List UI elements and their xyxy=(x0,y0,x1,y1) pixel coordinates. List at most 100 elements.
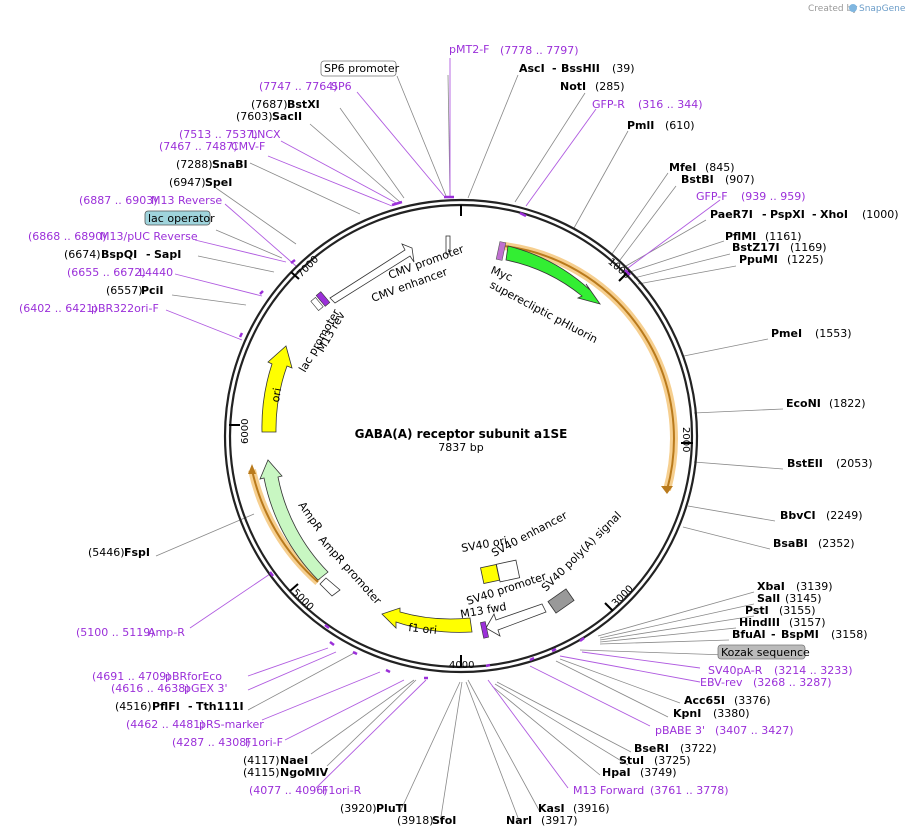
svg-text:L4440: L4440 xyxy=(139,266,173,279)
svg-text:PstI: PstI xyxy=(745,604,769,617)
svg-text:(3722): (3722) xyxy=(680,742,717,755)
site-BfuAI: BfuAI - BspMI (3158) xyxy=(732,628,868,641)
svg-text:(4616 .. 4638): (4616 .. 4638) xyxy=(111,682,190,695)
svg-text:-: - xyxy=(771,628,776,641)
site-PaeR7I: PaeR7I - PspXI - XhoI (1000) xyxy=(710,208,899,221)
site-SacII: (7603) SacII xyxy=(236,110,302,123)
svg-text:SpeI: SpeI xyxy=(205,176,232,189)
svg-text:PmlI: PmlI xyxy=(627,119,654,132)
svg-text:EcoNI: EcoNI xyxy=(786,397,821,410)
snapgene-brand: SnapGene xyxy=(859,4,906,14)
svg-text:F1ori-F: F1ori-F xyxy=(245,736,283,749)
svg-text:-: - xyxy=(146,248,151,261)
svg-text:(1225): (1225) xyxy=(787,253,824,266)
site-BstEII: BstEII (2053) xyxy=(787,457,873,470)
sv40-polya-feature xyxy=(547,588,575,614)
site-GFP-R: GFP-R (316 .. 344) xyxy=(592,98,703,111)
orange-feature-arrowhead xyxy=(661,486,673,494)
m13-fwd-feature xyxy=(480,621,489,639)
site-BseRI: BseRI (3722) xyxy=(634,742,717,755)
svg-text:(6947): (6947) xyxy=(169,176,206,189)
site-PmlI: PmlI (610) xyxy=(627,119,695,132)
site-KasI: KasI (3916) xyxy=(538,802,610,815)
site-StuI: StuI (3725) xyxy=(619,754,691,767)
svg-text:(3157): (3157) xyxy=(789,616,826,629)
svg-text:(6868 .. 6890): (6868 .. 6890) xyxy=(28,230,107,243)
site-SfoI: (3918) SfoI xyxy=(397,814,456,827)
svg-text:(3145): (3145) xyxy=(785,592,822,605)
svg-text:(7467 .. 7487): (7467 .. 7487) xyxy=(159,140,238,153)
svg-text:NaeI: NaeI xyxy=(280,754,308,767)
svg-text:(3376): (3376) xyxy=(734,694,771,707)
svg-text:pMT2-F: pMT2-F xyxy=(449,43,490,56)
svg-text:(3380): (3380) xyxy=(713,707,750,720)
svg-text:(3158): (3158) xyxy=(831,628,868,641)
svg-text:(3214 .. 3233): (3214 .. 3233) xyxy=(774,664,853,677)
svg-text:(6887 .. 6903): (6887 .. 6903) xyxy=(79,194,158,207)
orange-feature-arc xyxy=(503,245,675,491)
svg-text:(3918): (3918) xyxy=(397,814,434,827)
svg-text:XbaI: XbaI xyxy=(757,580,785,593)
svg-text:GFP-F: GFP-F xyxy=(696,190,728,203)
svg-text:PflMI: PflMI xyxy=(725,230,756,243)
superecliptic-feature xyxy=(505,245,601,305)
svg-text:(939 .. 959): (939 .. 959) xyxy=(741,190,806,203)
svg-text:(3407 .. 3427): (3407 .. 3427) xyxy=(715,724,794,737)
svg-text:HpaI: HpaI xyxy=(602,766,631,779)
cmv-enhancer-feature xyxy=(329,243,415,304)
svg-text:KpnI: KpnI xyxy=(673,707,701,720)
site-pGEX3: (4616 .. 4638) pGEX 3' xyxy=(111,682,228,695)
tick-label-4000: 4000 xyxy=(449,660,474,671)
svg-text:(2352): (2352) xyxy=(818,537,855,550)
site-BsaBI: BsaBI (2352) xyxy=(773,537,855,550)
svg-text:(285): (285) xyxy=(595,80,625,93)
svg-text:PluTI: PluTI xyxy=(376,802,407,815)
svg-text:BstEII: BstEII xyxy=(787,457,823,470)
tick-label-7000: 7000 xyxy=(295,254,321,280)
svg-text:HindIII: HindIII xyxy=(739,616,780,629)
site-KpnI: KpnI (3380) xyxy=(673,707,750,720)
svg-text:SfoI: SfoI xyxy=(432,814,456,827)
svg-text:(3268 .. 3287): (3268 .. 3287) xyxy=(753,676,832,689)
site-PstI: PstI (3155) xyxy=(745,604,816,617)
primer-leader-lines xyxy=(165,58,721,789)
svg-text:BbvCI: BbvCI xyxy=(780,509,816,522)
sv40-promoter-feature xyxy=(485,603,547,637)
site-PflFI: (4516) PflFI - Tth111I xyxy=(115,700,244,713)
backbone-outer-ring xyxy=(223,198,699,674)
snapgene-logo-icon xyxy=(849,4,857,12)
svg-text:BsaBI: BsaBI xyxy=(773,537,808,550)
site-pBR322ori-F: (6402 .. 6421) pBR322ori-F xyxy=(19,302,159,315)
svg-text:-: - xyxy=(812,208,817,221)
svg-text:-: - xyxy=(188,700,193,713)
kozak-label: Kozak sequence xyxy=(721,646,810,659)
site-pBRforEco: (4691 .. 4709) pBRforEco xyxy=(92,670,222,683)
sp6-promoter-label: SP6 promoter xyxy=(324,62,400,75)
svg-text:(7513 .. 7537): (7513 .. 7537) xyxy=(179,128,258,141)
created-by-text: Created by xyxy=(808,4,858,14)
site-AscI: AscI - BssHII (39) xyxy=(519,62,635,75)
svg-text:(7288): (7288) xyxy=(176,158,213,171)
sv40-enhancer-feature xyxy=(495,559,521,583)
svg-text:PspXI: PspXI xyxy=(770,208,805,221)
site-pBABE3: pBABE 3' (3407 .. 3427) xyxy=(655,724,794,737)
ampr-feature xyxy=(259,459,329,581)
svg-text:(1161): (1161) xyxy=(765,230,802,243)
site-M13-Forward: M13 Forward (3761 .. 3778) xyxy=(573,784,729,797)
svg-text:EBV-rev: EBV-rev xyxy=(700,676,743,689)
svg-text:NgoMIV: NgoMIV xyxy=(280,766,329,779)
svg-text:BstZ17I: BstZ17I xyxy=(732,241,780,254)
ampr-label: AmpR xyxy=(296,499,326,534)
svg-text:BstXI: BstXI xyxy=(287,98,320,111)
svg-text:(3917): (3917) xyxy=(541,814,578,827)
svg-text:(4115): (4115) xyxy=(243,766,280,779)
site-EBV-rev: EBV-rev (3268 .. 3287) xyxy=(700,676,832,689)
site-M13-Reverse: (6887 .. 6903) M13 Reverse xyxy=(79,194,222,207)
svg-text:KasI: KasI xyxy=(538,802,565,815)
site-NaeI: (4117) NaeI xyxy=(243,754,308,767)
site-HindIII: HindIII (3157) xyxy=(739,616,826,629)
plasmid-title: GABA(A) receptor subunit a1SE xyxy=(355,427,568,441)
svg-text:SV40pA-R: SV40pA-R xyxy=(708,664,763,677)
site-LNCX: (7513 .. 7537) LNCX xyxy=(179,128,281,141)
svg-text:PciI: PciI xyxy=(141,284,163,297)
